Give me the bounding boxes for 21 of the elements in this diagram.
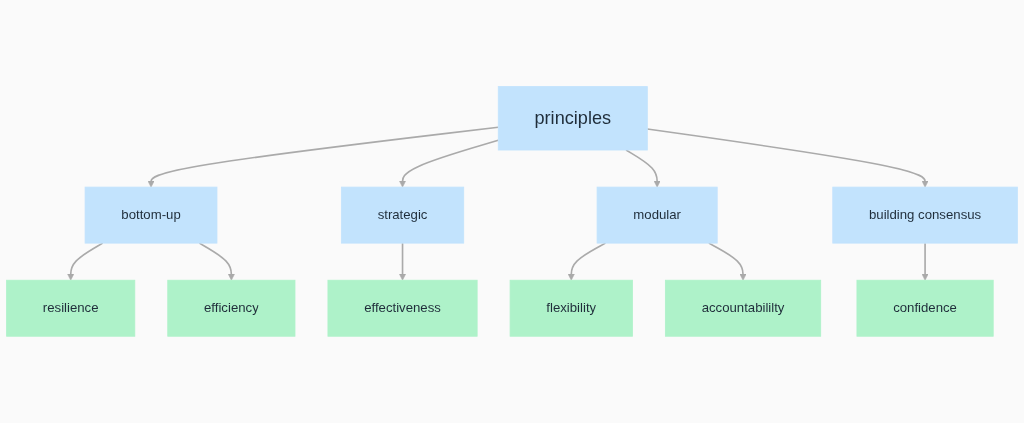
node-box: resilience <box>6 279 136 337</box>
node-box: building consensus <box>832 186 1018 244</box>
node-box: principles <box>497 86 648 151</box>
arrow <box>921 242 929 281</box>
node-box: efficiency <box>167 279 296 337</box>
node-box: modular <box>596 186 718 244</box>
arrow <box>708 242 747 281</box>
node-box: bottom-up <box>84 186 218 244</box>
arrow <box>67 242 104 281</box>
node-box: effectiveness <box>327 279 478 337</box>
node-box: accountabililty <box>664 279 822 337</box>
arrow <box>398 139 500 188</box>
arrow <box>567 242 607 281</box>
node-box: strategic <box>340 186 465 244</box>
arrow <box>646 128 929 188</box>
arrow <box>147 126 500 188</box>
arrow <box>198 242 235 281</box>
arrow <box>398 242 407 281</box>
arrow <box>625 149 661 188</box>
node-box: confidence <box>856 279 994 337</box>
node-box: flexibility <box>509 279 633 337</box>
